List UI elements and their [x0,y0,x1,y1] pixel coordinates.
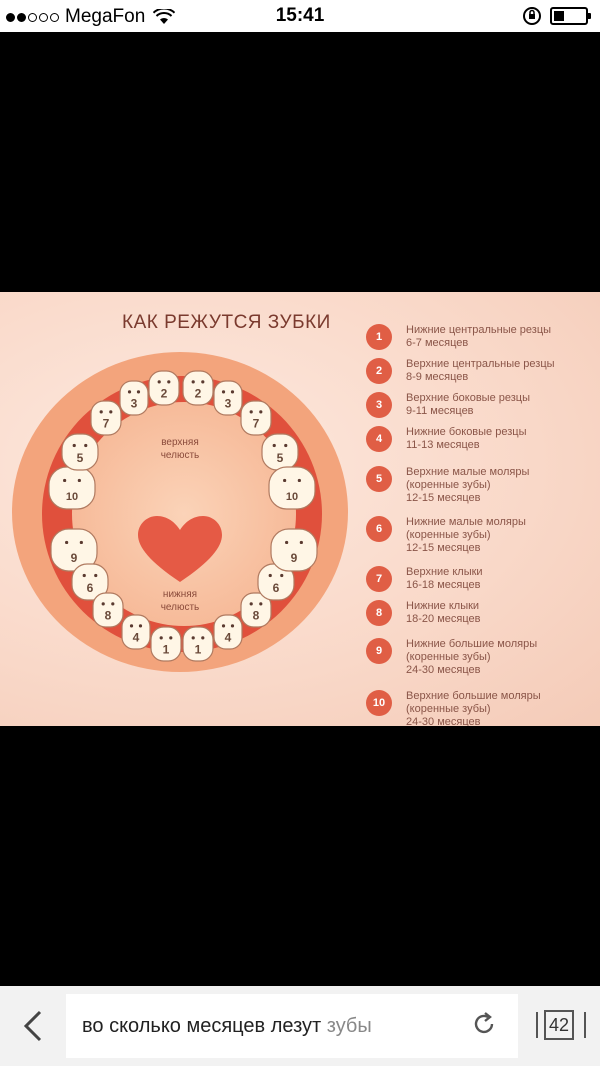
lower-tooth: 9 [270,528,318,572]
upper-tooth: 2 [182,370,214,406]
status-bar: MegaFon 15:41 [0,0,600,32]
upper-tooth: 2 [148,370,180,406]
upper-tooth: 7 [240,400,272,436]
tooth-number: 1 [163,643,170,657]
tooth-number: 2 [195,387,202,401]
tabs-bar-left [536,1012,538,1038]
search-query-text: во сколько месяцев лезут [82,1015,322,1037]
legend-number: 7 [366,566,392,592]
tooth-number: 8 [253,609,260,623]
legend-text: Нижние большие моляры(коренные зубы)24-3… [406,638,538,676]
upper-tooth: 3 [213,380,243,416]
upper-tooth: 5 [261,433,299,471]
tooth-number: 3 [225,397,232,411]
search-field[interactable] [66,994,518,1058]
lower-tooth: 8 [240,592,272,628]
tooth-number: 9 [291,551,298,565]
lower-tooth: 6 [71,563,109,601]
tooth-number: 8 [105,609,112,623]
tooth-number: 6 [87,581,94,595]
search-query[interactable]: во сколько месяцев лезут зубы [82,1015,372,1038]
infographic-title: КАК РЕЖУТСЯ ЗУБКИ [122,312,331,333]
legend-number: 10 [366,690,392,716]
legend-number: 4 [366,426,392,452]
tooth-number: 7 [103,417,110,431]
signal-strength-icon [6,12,59,22]
tooth-number: 10 [286,491,298,503]
lower-tooth: 4 [121,614,151,650]
heart-icon [138,516,222,582]
search-suggestion: зубы [326,1015,372,1037]
reload-icon[interactable] [470,1010,498,1038]
tooth-number: 7 [253,417,260,431]
clock: 15:41 [275,5,325,26]
legend-item: 9 Нижние большие моляры(коренные зубы)24-… [366,638,537,677]
teeth-infographic: верхняя челюсть нижняя челюсть 10 5 7 3 2 2 3 7… [0,292,600,726]
tooth-number: 2 [161,387,168,401]
tooth-number: 6 [273,581,280,595]
carrier-name: MegaFon [65,6,146,27]
upper-tooth: 7 [90,400,122,436]
legend-text: Верхние большие моляры(коренные зубы)24-… [406,690,541,726]
lower-tooth: 8 [92,592,124,628]
lower-jaw-label-1: нижняя [163,589,197,600]
orientation-lock-icon [523,7,541,25]
tooth-number: 3 [131,397,138,411]
lower-tooth: 6 [257,563,295,601]
lower-tooth: 1 [182,626,214,662]
legend-number: 2 [366,358,392,384]
tooth-number: 4 [225,631,232,645]
tabs-bar-right [584,1012,586,1038]
tabs-button[interactable]: 42 [544,1010,574,1040]
legend-number: 9 [366,638,392,664]
tooth-number: 10 [66,491,78,503]
tooth-number: 1 [195,643,202,657]
legend-text: Верхние малые моляры(коренные зубы)12-15… [406,466,530,504]
legend-number: 8 [366,600,392,626]
legend-number: 6 [366,516,392,542]
tooth-number: 9 [71,551,78,565]
upper-jaw-label-2: челюсть [161,450,200,461]
upper-tooth: 10 [48,466,96,510]
upper-tooth: 10 [268,466,316,510]
legend-item: 5 Верхние малые моляры(коренные зубы)12-1… [366,466,529,505]
wifi-icon [153,9,176,24]
carrier-group: MegaFon [6,6,176,28]
lower-tooth: 1 [150,626,182,662]
legend-item: 6 Нижние малые моляры(коренные зубы)12-15… [366,516,526,555]
upper-tooth: 5 [61,433,99,471]
legend-number: 1 [366,324,392,350]
lower-tooth: 4 [213,614,243,650]
legend-number: 3 [366,392,392,418]
tooth-number: 5 [277,451,284,465]
tooth-number: 4 [133,631,140,645]
legend-number: 5 [366,466,392,492]
upper-tooth: 3 [119,380,149,416]
battery-icon [550,7,591,25]
lower-jaw-label-2: челюсть [161,602,200,613]
back-icon[interactable] [18,1008,48,1044]
legend-text: Нижние малые моляры(коренные зубы)12-15 … [406,516,526,554]
tooth-number: 5 [77,451,84,465]
jaw-illustration: верхняя челюсть нижняя челюсть 10 5 7 3 2 2 3 7… [12,352,348,672]
upper-jaw-label-1: верхняя [161,437,199,448]
legend-item: 10 Верхние большие моляры(коренные зубы)2… [366,690,541,726]
